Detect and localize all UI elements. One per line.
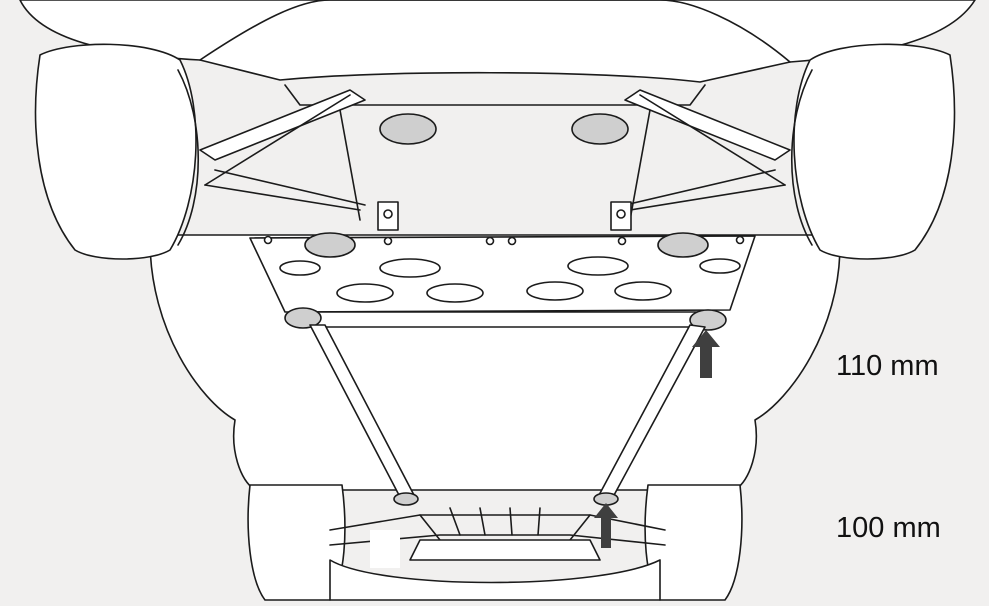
wheel-front-left [34, 43, 197, 260]
underbody-plate [249, 235, 756, 313]
wheel-front-right-tread [790, 69, 813, 246]
wheel-front-right [793, 43, 956, 260]
rear-skid-plate [409, 539, 601, 561]
plate-bolts [263, 235, 745, 246]
arrow-up-icon [594, 503, 618, 548]
rear-bumper [329, 559, 661, 601]
mount-point-rear-left [393, 492, 419, 506]
front-crossbar [299, 311, 711, 328]
rear-lift-height-label: 100 mm [836, 512, 941, 544]
arrow-up-icon [692, 330, 720, 378]
mount-point-front-right [689, 309, 727, 331]
wheel-front-left-tread [177, 69, 200, 246]
front-bumper-lip [284, 84, 706, 106]
front-lift-height-label: 110 mm [836, 350, 939, 382]
front-control-arms [199, 89, 791, 221]
bumper-top [199, 0, 791, 63]
bracket-left-bolt [383, 209, 393, 219]
plate-hole-right [657, 232, 709, 258]
chassis-hole-left [379, 113, 437, 145]
plate-oval-cutouts [279, 256, 741, 303]
plate-hole-left [304, 232, 356, 258]
label-patch [370, 530, 400, 568]
bracket-right-bolt [616, 209, 626, 219]
mount-point-front-left [284, 307, 322, 329]
chassis-hole-right [571, 113, 629, 145]
